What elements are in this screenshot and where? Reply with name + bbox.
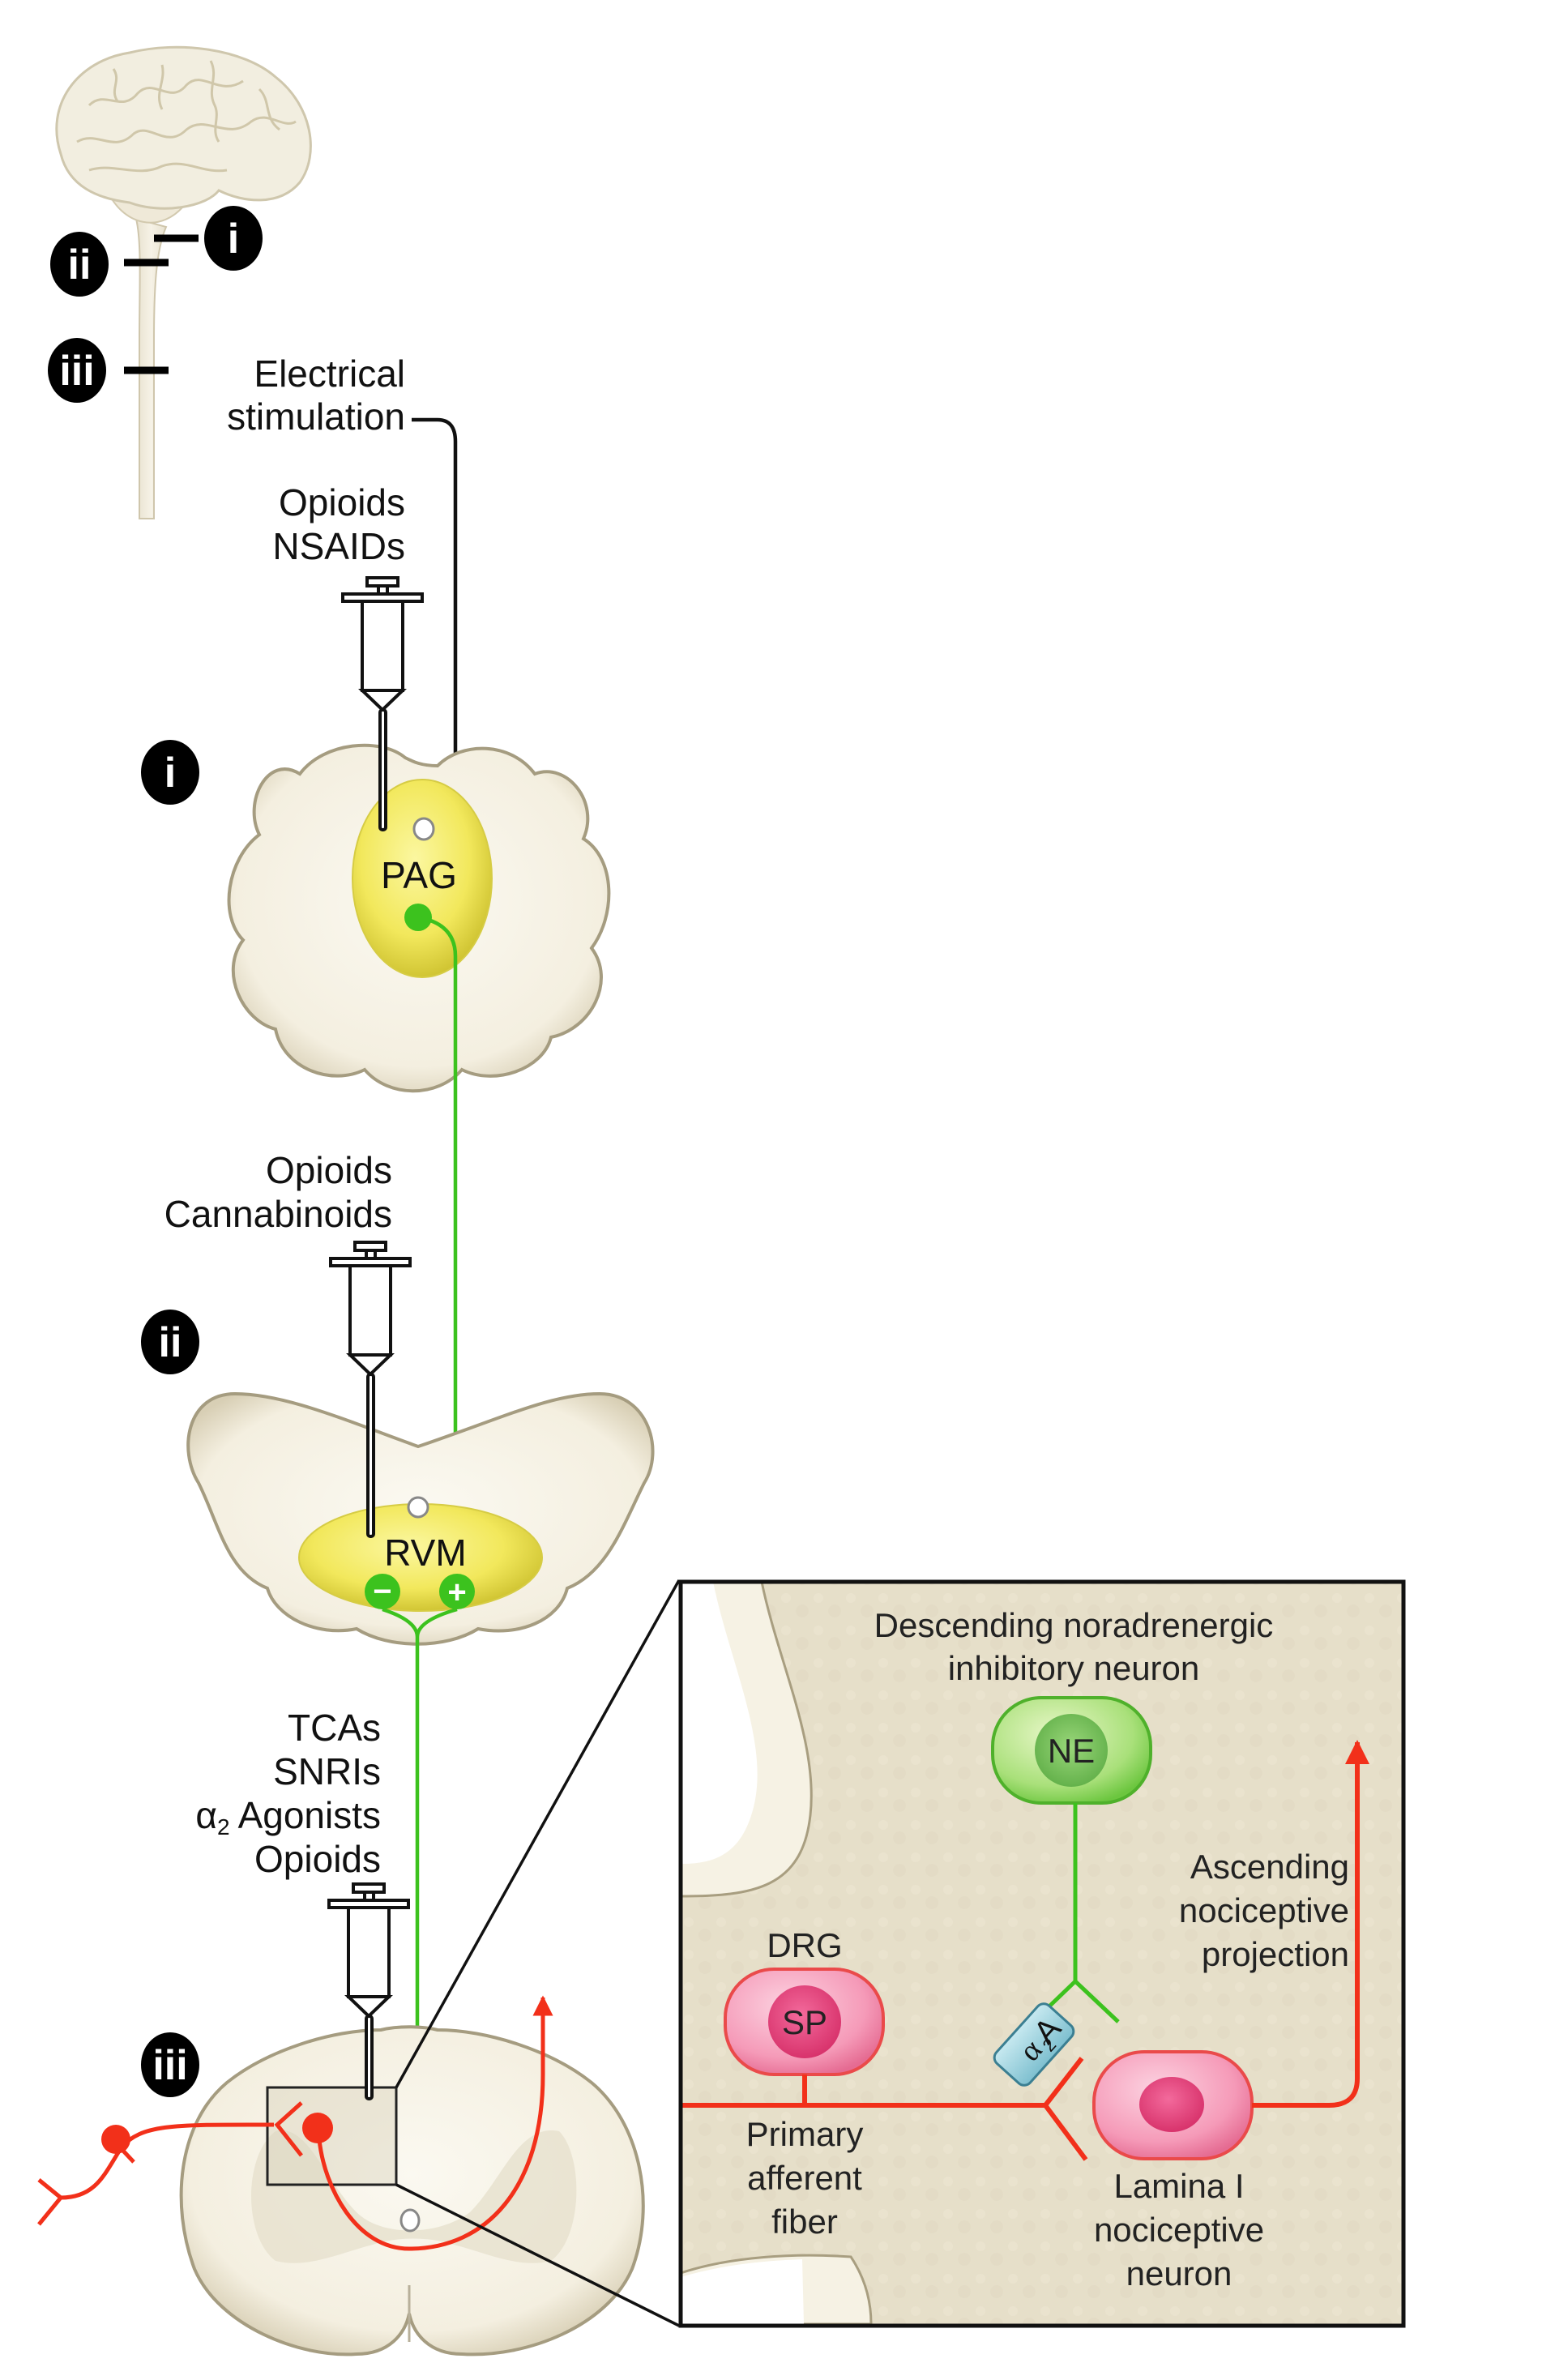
stimulation-label-line1: Electrical [254,353,405,395]
stimulation-arrow [412,417,465,845]
drug-snris: SNRIs [273,1750,381,1792]
primary-afferent-label-line3: fiber [771,2203,838,2241]
svg-text:iii: iii [152,2042,187,2089]
badge-overview-ii[interactable]: ii [50,232,109,297]
rvm-off-cell: − [365,1574,400,1609]
dorsal-horn-zoom-box[interactable] [266,2086,398,2186]
svg-text:iii: iii [59,348,94,395]
drug-opioids-spinal: Opioids [254,1838,381,1880]
alpha2-receptor[interactable]: α 2 A [991,2001,1077,2089]
ascending-label-line2: nociceptive [1179,1891,1349,1929]
rvm-drug-labels: Opioids Cannabinoids [164,1149,392,1235]
electrical-stimulation: Electrical stimulation [227,353,465,845]
badge-level-i[interactable]: i [141,740,199,805]
plus-icon: + [447,1575,466,1610]
sp-neuron[interactable]: SP [724,1968,885,2076]
ascending-projection [1252,1740,1369,2108]
pag-label: PAG [381,854,457,896]
brain-icon [55,45,312,210]
ascending-label-line3: projection [1202,1935,1349,1973]
badge-overview-iii[interactable]: iii [48,338,106,403]
drg-label: DRG [767,1926,842,1964]
pag-to-rvm-projection [417,915,465,1528]
descending-neuron-label-line1: Descending noradrenergic [874,1606,1274,1644]
svg-text:i: i [228,216,239,263]
drug-cannabinoids-rvm: Cannabinoids [164,1193,392,1235]
syringe-spinal-icon [327,1882,410,2100]
descending-neuron-label-line2: inhibitory neuron [948,1649,1200,1687]
aqueduct-pag [412,817,435,841]
badge-level-ii[interactable]: ii [141,1310,199,1374]
minus-icon: − [373,1574,391,1609]
zoom-connector-top [395,1579,681,2088]
drug-opioids-rvm: Opioids [266,1149,392,1191]
inset-frame [678,1579,1406,2328]
drug-nsaids-pag: NSAIDs [272,525,405,567]
svg-text:ii: ii [68,241,92,288]
pag-nucleus[interactable] [352,779,493,978]
brain-overview: i ii iii [48,45,312,519]
drug-tcas: TCAs [288,1707,381,1749]
rvm-label: RVM [384,1532,466,1574]
alpha-symbol: α [195,1794,217,1836]
sp-label: SP [782,2003,827,2041]
ascending-label-line1: Ascending [1190,1848,1349,1886]
primary-afferent-label-line2: afferent [747,2159,862,2197]
syringe-pag-icon [341,576,424,831]
svg-text:ii: ii [159,1319,182,1366]
syringe-rvm-icon [329,1241,412,1538]
brain-gyri [76,60,297,173]
dorsal-horn-inset: Descending noradrenergic inhibitory neur… [678,1579,1406,2328]
lamina-i-neuron[interactable] [1092,2050,1254,2160]
medulla-section: RVM − + [186,1391,655,1646]
primary-afferent-fiber [681,2057,1088,2161]
drg-soma-overview [101,2125,130,2154]
drug-opioids-pag: Opioids [279,481,405,523]
lamina-label-line2: nociceptive [1094,2211,1264,2249]
badge-overview-i[interactable]: i [204,206,263,271]
ne-label: NE [1048,1732,1095,1770]
lamina-label-line3: neuron [1126,2254,1232,2292]
badge-level-iii[interactable]: iii [141,2032,199,2097]
fourth-ventricle [407,1496,429,1519]
ne-neuron[interactable]: NE [991,1696,1152,1805]
rvm-on-cell: + [439,1574,475,1610]
lamina-label-line1: Lamina I [1113,2167,1244,2205]
gray-matter [251,2130,577,2263]
zoom-connector-bottom [395,2183,680,2327]
svg-text:i: i [164,750,176,797]
spinal-cord-section [179,2025,645,2356]
dorsal-horn-neuron-overview [302,2113,333,2143]
central-canal [399,2208,421,2233]
pag-drug-labels: Opioids NSAIDs [272,481,405,567]
primary-afferent-label-line1: Primary [746,2115,864,2153]
stimulation-label-line2: stimulation [227,395,405,438]
